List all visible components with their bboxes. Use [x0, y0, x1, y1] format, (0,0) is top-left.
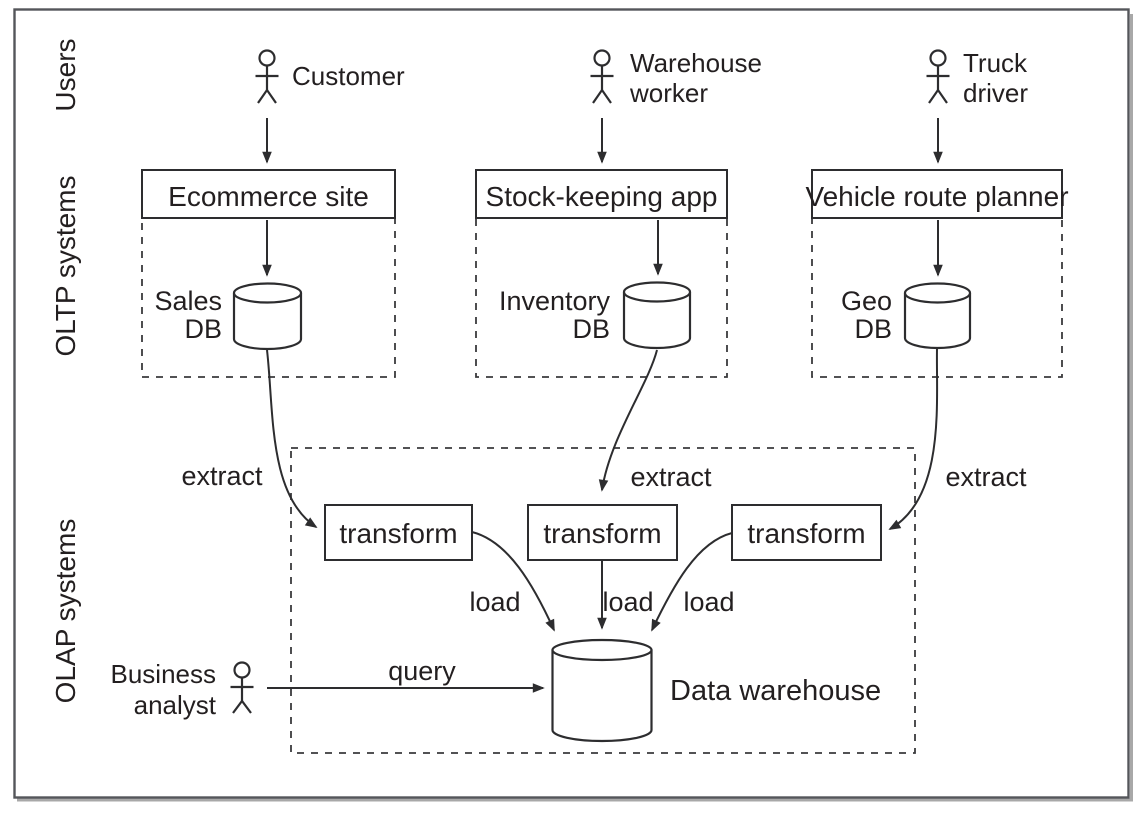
truck-driver-person-icon: [926, 49, 950, 104]
arrow-extract-inventory-to-transform2: [598, 349, 658, 492]
node-label-vehicle-route-planner: Vehicle route planner: [805, 181, 1068, 212]
node-label-transform-3: transform: [747, 518, 865, 549]
database-sales-db: Sales DB: [154, 282, 303, 351]
edge-label-query: query: [388, 656, 456, 686]
actor-warehouse-worker: Warehouse worker: [590, 48, 762, 108]
geo-db-cylinder-icon: [903, 293, 972, 350]
edge-labels: extract extract extract load load load q…: [181, 461, 1027, 686]
db-label-inventory-db: DB: [572, 314, 610, 344]
actor-label-truck: Truck: [963, 48, 1028, 78]
figure-frame: [13, 8, 1133, 802]
frame-border: [13, 8, 1130, 799]
diagram-arrows: [262, 118, 943, 693]
olap-boundary: [290, 447, 916, 754]
lane-labels: Users OLTP systems OLAP systems: [50, 38, 81, 703]
arrow-extract-sales-to-transform1: [266, 349, 318, 529]
db-label-sales-db: DB: [184, 314, 222, 344]
actor-label-worker: worker: [629, 78, 708, 108]
sales-db-cylinder-icon: [232, 293, 303, 351]
system-node-ecommerce-site: Ecommerce site: [141, 169, 396, 219]
actor-label-warehouse: Warehouse: [630, 48, 762, 78]
system-node-stock-keeping-app: Stock-keeping app: [475, 169, 728, 219]
arrow-load-transform1-to-warehouse: [471, 531, 555, 632]
actor-label-business: Business: [111, 659, 217, 689]
db-label-sales: Sales: [154, 286, 222, 316]
warehouse-worker-person-icon: [590, 49, 614, 104]
db-label-geo-db: DB: [854, 314, 892, 344]
system-node-vehicle-route-planner: Vehicle route planner: [805, 169, 1069, 219]
arrow-extract-geo-to-transform3: [888, 348, 939, 530]
data-warehouse-cylinder-icon: [551, 650, 653, 743]
transform-node-1: transform: [324, 504, 473, 561]
actor-label-driver: driver: [963, 78, 1028, 108]
oltp-boundary-stock-keeping: [475, 217, 728, 378]
lane-label-olap-systems: OLAP systems: [50, 519, 81, 704]
transform-node-3: transform: [731, 504, 882, 561]
actor-truck-driver: Truck driver: [926, 48, 1028, 108]
node-label-ecommerce-site: Ecommerce site: [168, 181, 369, 212]
arrow-load-transform3-to-warehouse: [651, 532, 733, 632]
lane-label-users: Users: [50, 38, 81, 111]
actor-customer: Customer: [255, 49, 405, 104]
edge-label-extract-3: extract: [945, 462, 1027, 492]
node-label-stock-keeping-app: Stock-keeping app: [486, 181, 718, 212]
database-data-warehouse: Data warehouse: [551, 638, 881, 743]
lane-label-oltp-systems: OLTP systems: [50, 175, 81, 356]
node-label-transform-1: transform: [339, 518, 457, 549]
edge-label-load-3: load: [683, 587, 734, 617]
database-inventory-db: Inventory DB: [499, 281, 692, 350]
edge-label-extract-1: extract: [181, 461, 263, 491]
db-label-data-warehouse: Data warehouse: [670, 675, 881, 707]
edge-label-extract-2: extract: [630, 462, 712, 492]
actor-label-analyst: analyst: [134, 690, 217, 720]
customer-person-icon: [255, 49, 279, 104]
node-label-transform-2: transform: [543, 518, 661, 549]
transform-node-2: transform: [527, 504, 678, 561]
db-label-inventory: Inventory: [499, 286, 611, 316]
edge-label-load-2: load: [602, 587, 653, 617]
actor-business-analyst: Business analyst: [111, 659, 254, 720]
edge-label-load-1: load: [469, 587, 520, 617]
inventory-db-cylinder-icon: [622, 292, 692, 350]
db-label-geo: Geo: [841, 286, 892, 316]
actor-label-customer: Customer: [292, 61, 405, 91]
database-geo-db: Geo DB: [841, 282, 972, 350]
business-analyst-person-icon: [230, 661, 254, 714]
